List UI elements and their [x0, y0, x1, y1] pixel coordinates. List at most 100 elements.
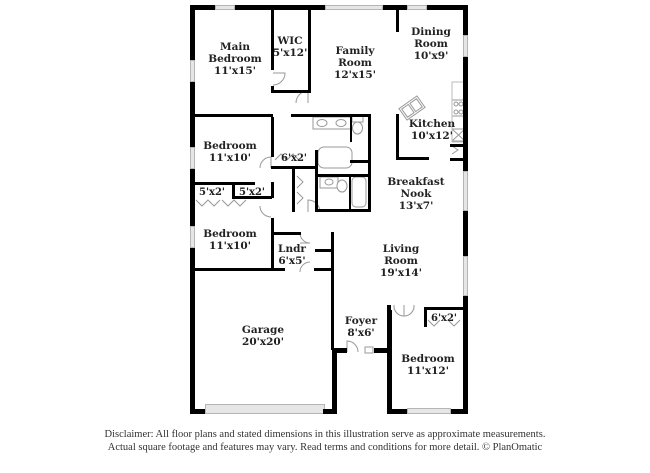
room-name: Dining: [411, 26, 451, 38]
wall-wic-right: [308, 10, 311, 93]
room-name: Nook: [400, 188, 432, 200]
room-name: Lndr: [278, 243, 306, 255]
wall-foyer-bottom: [332, 348, 347, 353]
room-dimensions: 5'x12': [272, 47, 308, 59]
room-name: Bedroom: [203, 228, 257, 240]
room-label-garage: Garage 20'x20': [242, 324, 284, 348]
window-family-top: [325, 5, 383, 10]
room-name: Bedroom: [203, 140, 257, 152]
wall-bath-mid: [350, 160, 371, 163]
wall-bath-mid2: [315, 174, 371, 177]
wall-bedroom3-bottom: [195, 268, 285, 271]
window-dining-right: [463, 35, 468, 57]
room-label-bedroom-4: Bedroom 11'x12': [401, 353, 455, 377]
wall-right-3: [463, 211, 468, 256]
room-label-dining-room: Dining Room 10'x9': [411, 26, 451, 62]
wall-pantry-v: [450, 144, 453, 147]
wall-laundry-bottom: [314, 268, 334, 271]
disclaimer-line-1: Disclaimer: All floor plans and stated d…: [104, 429, 546, 440]
room-dimensions: 6'x2': [430, 313, 458, 324]
wall-wic-left: [271, 10, 274, 70]
room-dimensions: 5'x2': [198, 187, 226, 198]
wall-left-2: [190, 82, 195, 147]
wall-linen-left: [292, 168, 295, 212]
wall-bath-top: [291, 114, 371, 117]
room-label-living-room: Living Room 19'x14': [380, 243, 422, 279]
wall-top-right: [383, 5, 407, 10]
room-label-wic: WIC 5'x12': [273, 35, 308, 59]
wall-dining-stub: [396, 10, 399, 32]
wall-closet-6x2-bottom: [271, 166, 318, 169]
wall-bedroom3-right-lower: [271, 218, 274, 270]
room-dimensions: 13'x7': [398, 200, 434, 212]
wall-kitchen-island-h: [396, 157, 429, 160]
room-label-closet-c: 5'x2': [239, 187, 265, 199]
room-dimensions: 8'x6': [347, 327, 375, 339]
room-name: Room: [414, 38, 448, 50]
window-bedroom4-bottom: [407, 408, 451, 414]
room-label-bedroom-3: Bedroom 11'x10': [203, 228, 257, 252]
wall-bedroom4-bottom-left: [387, 409, 407, 414]
garage-door: [205, 404, 325, 414]
room-label-breakfast-nook: Breakfast Nook 13'x7': [387, 176, 444, 212]
wall-bedroom4-bottom-right: [451, 409, 468, 414]
room-dimensions: 11'x10': [209, 240, 251, 252]
room-dimensions: 20'x20': [242, 336, 284, 348]
wall-bath-bottom: [315, 209, 371, 212]
room-label-kitchen: Kitchen 10'x12': [409, 118, 455, 142]
wall-bedroom2-right: [271, 117, 274, 157]
room-dimensions: 10'x12': [411, 130, 453, 142]
wall-wic-left-lower: [271, 86, 274, 93]
wall-right-2: [463, 57, 468, 171]
wall-top-far-right: [427, 5, 468, 10]
room-name: Foyer: [344, 315, 378, 327]
wall-foyer-bottom-2: [374, 348, 390, 353]
wall-laundry-right: [331, 232, 334, 350]
room-label-laundry: Lndr 6'x5': [278, 243, 306, 267]
room-name: WIC: [277, 35, 303, 47]
window-bedroom2-left: [190, 147, 195, 169]
wall-laundry-top: [271, 232, 301, 235]
wall-top-left: [190, 5, 215, 10]
window-nook-right: [463, 171, 468, 211]
room-name: Garage: [241, 324, 285, 336]
room-dimensions: 5'x2': [238, 187, 266, 198]
wall-closet-d-top: [424, 307, 464, 310]
room-name: Main: [219, 41, 251, 53]
wall-bedroom2-bottom: [195, 182, 255, 185]
wall-left-3: [190, 169, 195, 226]
wall-closet-divider: [232, 182, 235, 198]
room-name: Room: [384, 255, 418, 267]
room-name: Room: [338, 57, 372, 69]
room-dimensions: 19'x14': [380, 267, 422, 279]
room-dimensions: 6'x2': [280, 153, 308, 164]
window-main-bedroom-top: [215, 5, 235, 10]
wall-top: [235, 5, 325, 10]
room-label-main-bedroom: Main Bedroom 11'x15': [208, 41, 262, 77]
wall-garage-right: [332, 350, 337, 414]
wall-bedroom3-right: [271, 182, 274, 198]
wall-closet-d-left: [424, 307, 427, 327]
window-living-right: [463, 256, 468, 296]
room-dimensions: 6'x5': [278, 255, 306, 267]
room-name: Kitchen: [408, 118, 456, 130]
room-label-bedroom-2: Bedroom 11'x10': [203, 140, 257, 164]
disclaimer-line-2: Actual square footage and features may v…: [107, 442, 543, 453]
room-name: Breakfast: [387, 176, 445, 188]
wall-bedroom4-left: [387, 310, 392, 414]
room-dimensions: 11'x10': [209, 152, 251, 164]
wall-bath-right: [368, 114, 371, 212]
room-dimensions: 12'x15': [334, 69, 376, 81]
window-dining-top: [407, 5, 427, 10]
wall-bedroom4-top-stub: [387, 305, 391, 315]
wall-shower-left: [349, 176, 351, 210]
room-dimensions: 11'x12': [407, 365, 449, 377]
wall-toilet-left: [350, 117, 352, 142]
wall-bath-left: [315, 150, 318, 212]
wall-left-1: [190, 5, 195, 60]
wall-garage-bottom-left: [190, 409, 205, 414]
wall-closet-bottom: [232, 196, 272, 199]
wall-pantry-h1: [450, 144, 463, 147]
window-bedroom3-left: [190, 226, 195, 248]
